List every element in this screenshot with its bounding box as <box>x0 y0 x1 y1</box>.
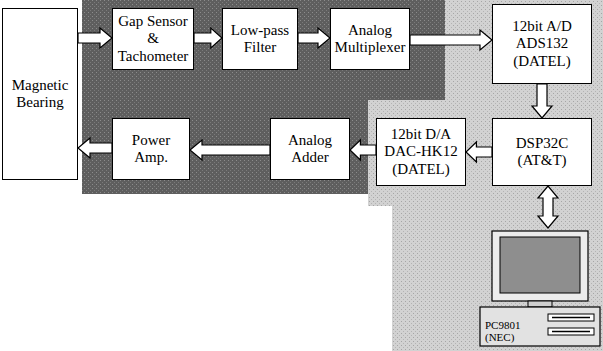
node-label: Magnetic Bearing <box>7 77 73 112</box>
block-arrow <box>466 142 492 162</box>
process-box: Low-pass Filter <box>222 8 298 70</box>
computer-body <box>480 307 600 346</box>
block-arrow <box>78 28 112 48</box>
process-box: DSP32C (AT&T) <box>492 118 592 186</box>
node-label: Gap Sensor & Tachometer <box>117 13 189 65</box>
process-box: 12bit A/D ADS132 (DATEL) <box>492 4 592 84</box>
computer-icon: PC9801 (NEC) <box>478 228 602 348</box>
block-arrow <box>538 186 558 228</box>
block-arrow <box>78 138 112 158</box>
drive-slot <box>548 328 594 335</box>
process-box: Analog Multiplexer <box>330 8 410 70</box>
node-label: Analog Adder <box>275 132 345 167</box>
monitor-screen <box>500 237 580 293</box>
node-label: 12bit D/A DAC-HK12 (DATEL) <box>381 126 461 178</box>
monitor-frame <box>492 231 588 301</box>
block-arrow <box>190 140 270 160</box>
block-arrow <box>350 140 376 160</box>
node-label: DSP32C (AT&T) <box>497 135 587 170</box>
process-box: Magnetic Bearing <box>2 8 78 180</box>
drive-opening <box>552 317 590 319</box>
process-box: Gap Sensor & Tachometer <box>112 8 194 70</box>
monitor-stand <box>528 301 552 307</box>
block-arrow <box>532 84 552 118</box>
block-arrow <box>194 28 222 48</box>
block-arrow <box>298 28 330 48</box>
drive-opening <box>552 331 590 333</box>
node-label: 12bit A/D ADS132 (DATEL) <box>497 18 587 70</box>
process-box: Analog Adder <box>270 118 350 180</box>
node-label: PC9801 (NEC) <box>485 319 539 343</box>
node-label: Analog Multiplexer <box>335 22 406 57</box>
block-arrow <box>410 30 492 50</box>
node-label: Power Amp. <box>117 132 185 167</box>
drive-slot <box>548 314 594 321</box>
process-box: 12bit D/A DAC-HK12 (DATEL) <box>376 118 466 186</box>
process-box: Power Amp. <box>112 118 190 180</box>
node-label: Low-pass Filter <box>227 22 293 57</box>
